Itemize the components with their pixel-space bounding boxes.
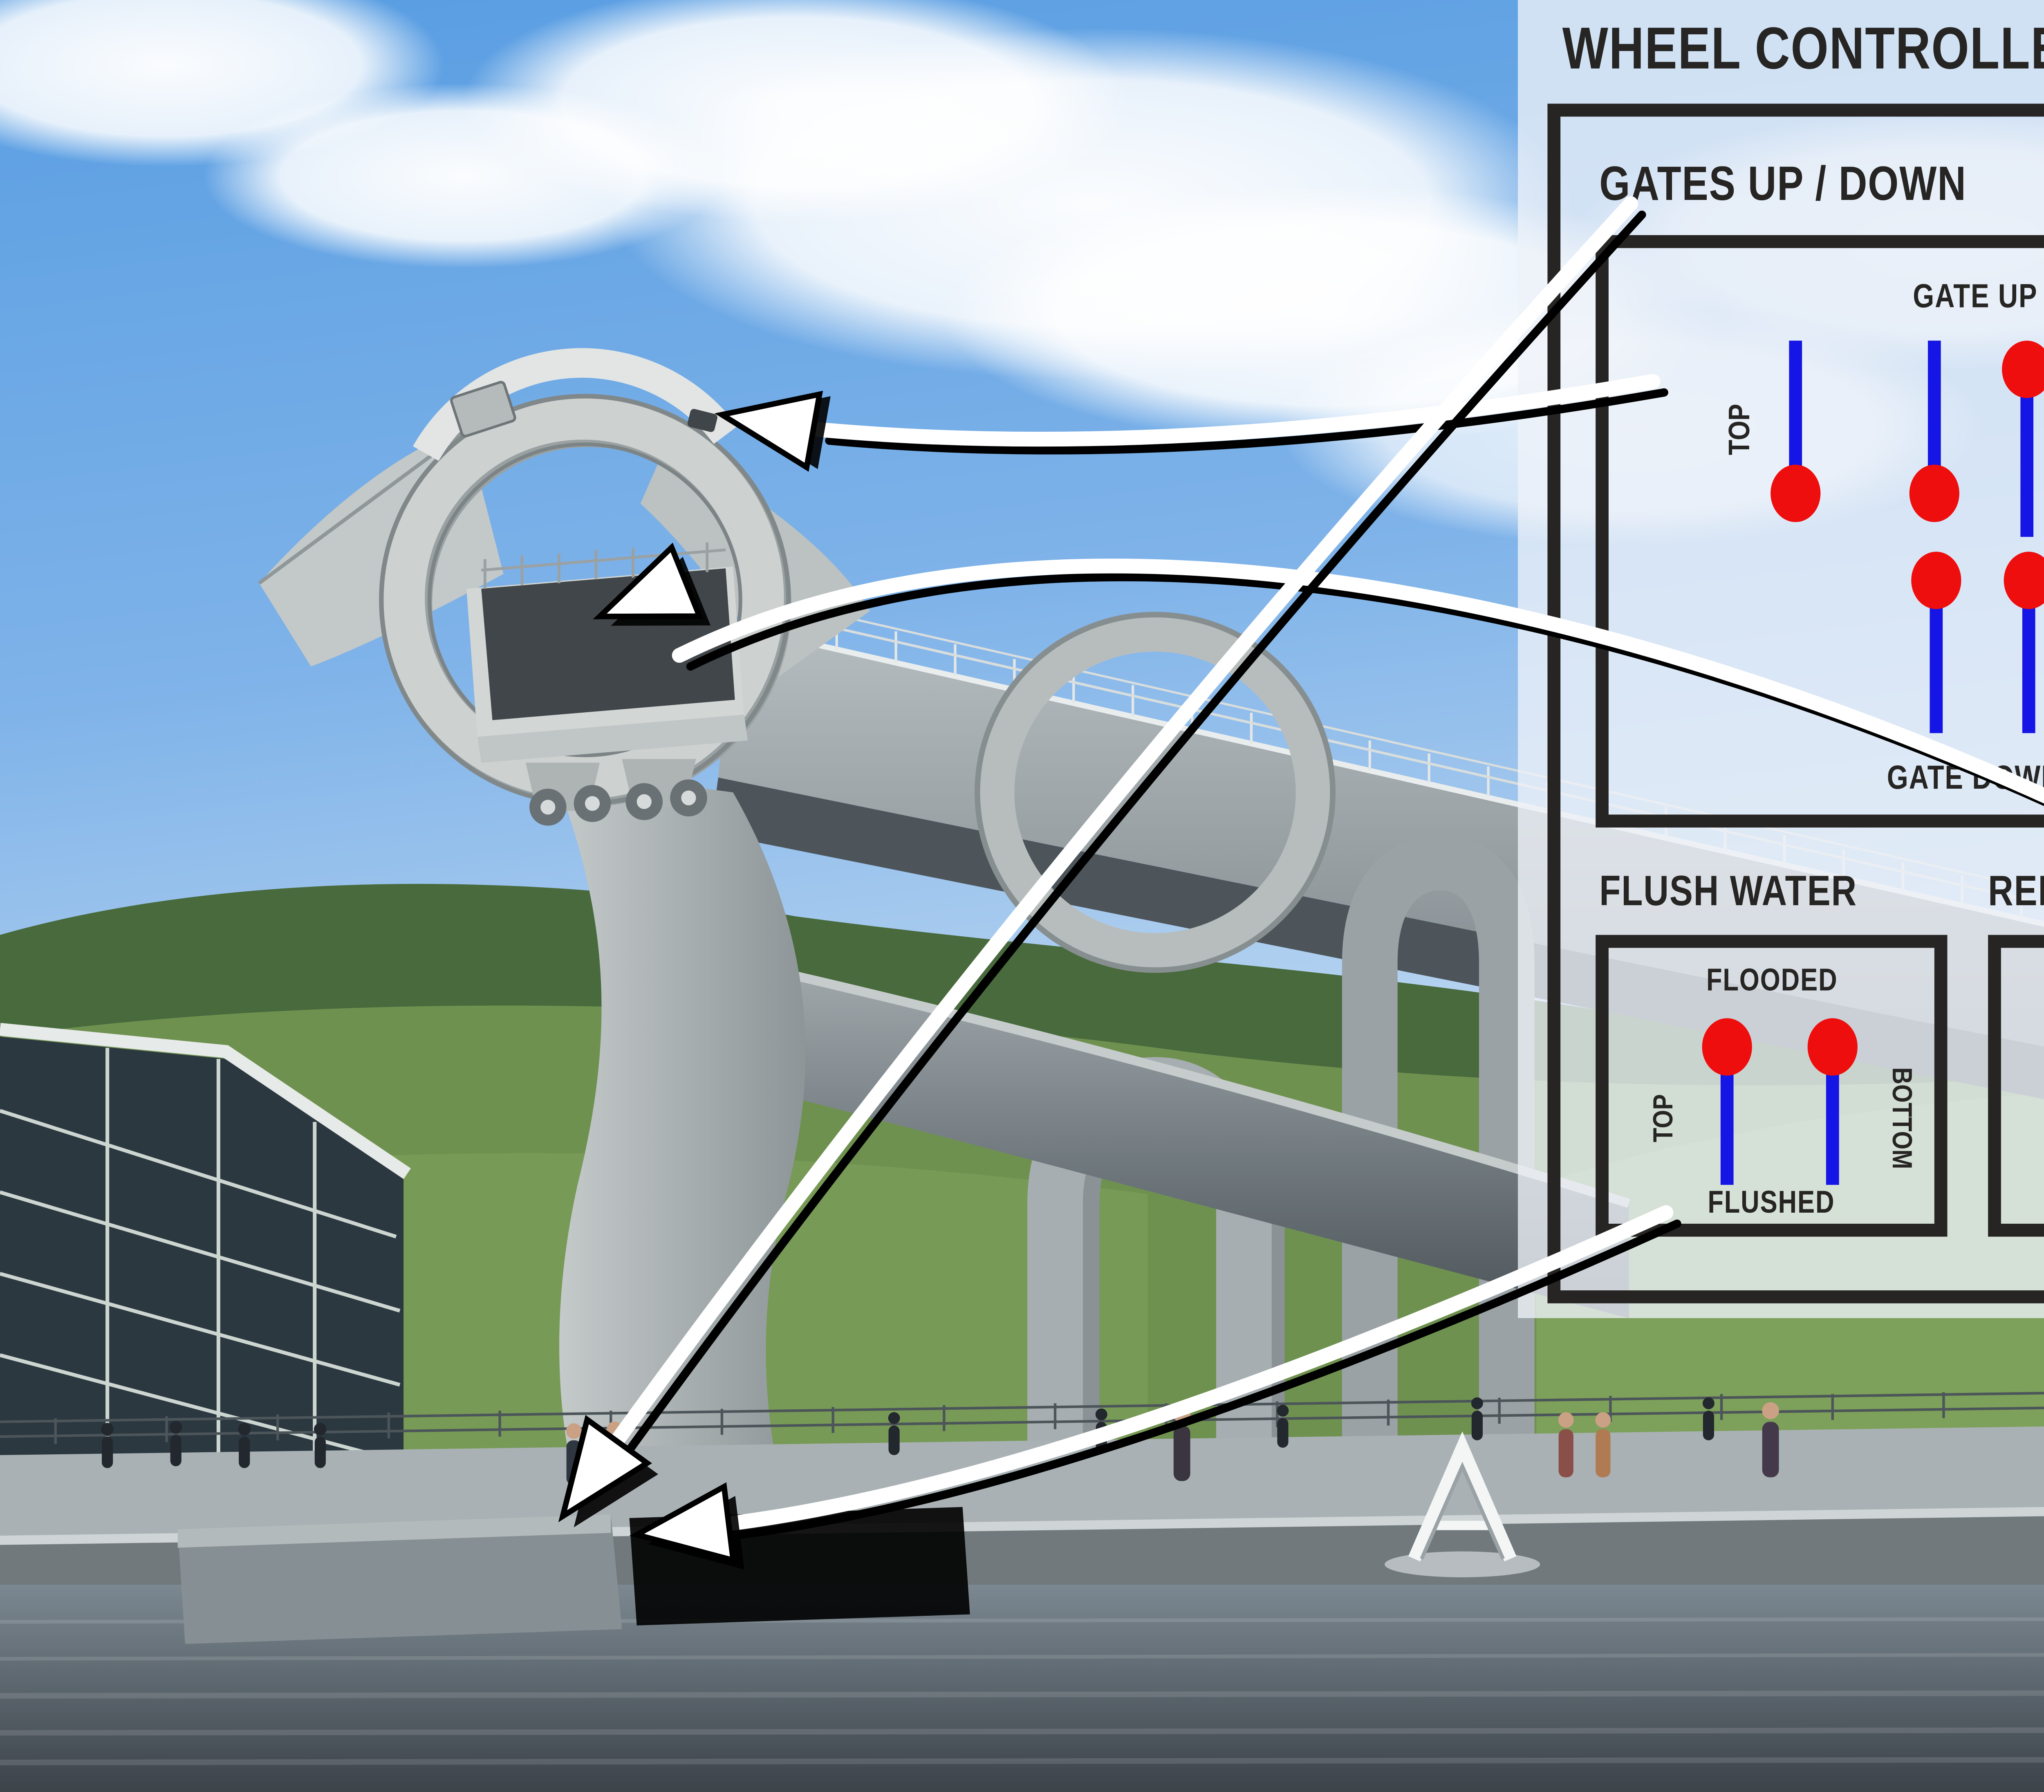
slider-knob[interactable]	[2002, 341, 2044, 398]
flush-section-title: FLUSH WATER	[1599, 866, 1858, 915]
flushed-label: FLUSHED	[1708, 1184, 1835, 1220]
panel-title: WHEEL CONTROLLERS	[1562, 15, 2044, 82]
slider-knob[interactable]	[2004, 552, 2044, 609]
gate-slider-top-2[interactable]	[1909, 341, 1959, 522]
slider-knob[interactable]	[1911, 552, 1961, 609]
gates-top-label: TOP	[1725, 404, 1757, 455]
remove-seals-box: SEALED TOP BOTTOM UNSEALED	[1988, 935, 2044, 1237]
glass-building	[0, 1023, 411, 1481]
slider-knob[interactable]	[1702, 1018, 1752, 1076]
gate-slider-top-1[interactable]	[1771, 341, 1821, 522]
gate-down-label: GATE DOWN	[1887, 759, 2044, 796]
slider-knob[interactable]	[1807, 1018, 1858, 1076]
flush-water-box: FLOODED TOP BOTTOM FLUSHED	[1596, 935, 1948, 1237]
wheel-controllers-panel: WHEEL CONTROLLERS GATES UP / DOWN GATE U…	[1518, 0, 2044, 1318]
gates-section-title: GATES UP / DOWN	[1599, 155, 1967, 211]
gate-slider-top-3[interactable]	[2002, 341, 2044, 537]
gate-slider-bottom-1[interactable]	[1911, 552, 1961, 733]
gate-up-label: GATE UP	[1912, 278, 2037, 315]
sealed-label: SEALED	[2001, 963, 2044, 1000]
flush-slider-top[interactable]	[1702, 1018, 1752, 1185]
flooded-label: FLOODED	[1706, 962, 1838, 998]
gate-slider-bottom-2[interactable]	[2004, 552, 2044, 733]
slider-knob[interactable]	[1909, 464, 1959, 522]
water-streaks	[0, 1617, 2044, 1765]
flush-bottom-label: BOTTOM	[1885, 1067, 1917, 1169]
gates-box: GATE UP TOP	[1596, 235, 2044, 828]
seals-section-title: REMOVE SEALS	[1988, 866, 2044, 915]
flush-slider-bottom[interactable]	[1807, 1018, 1858, 1185]
slider-knob[interactable]	[1771, 464, 1821, 522]
flush-top-label: TOP	[1648, 1094, 1680, 1142]
unsealed-label: UNSEALED	[2001, 1185, 2044, 1222]
